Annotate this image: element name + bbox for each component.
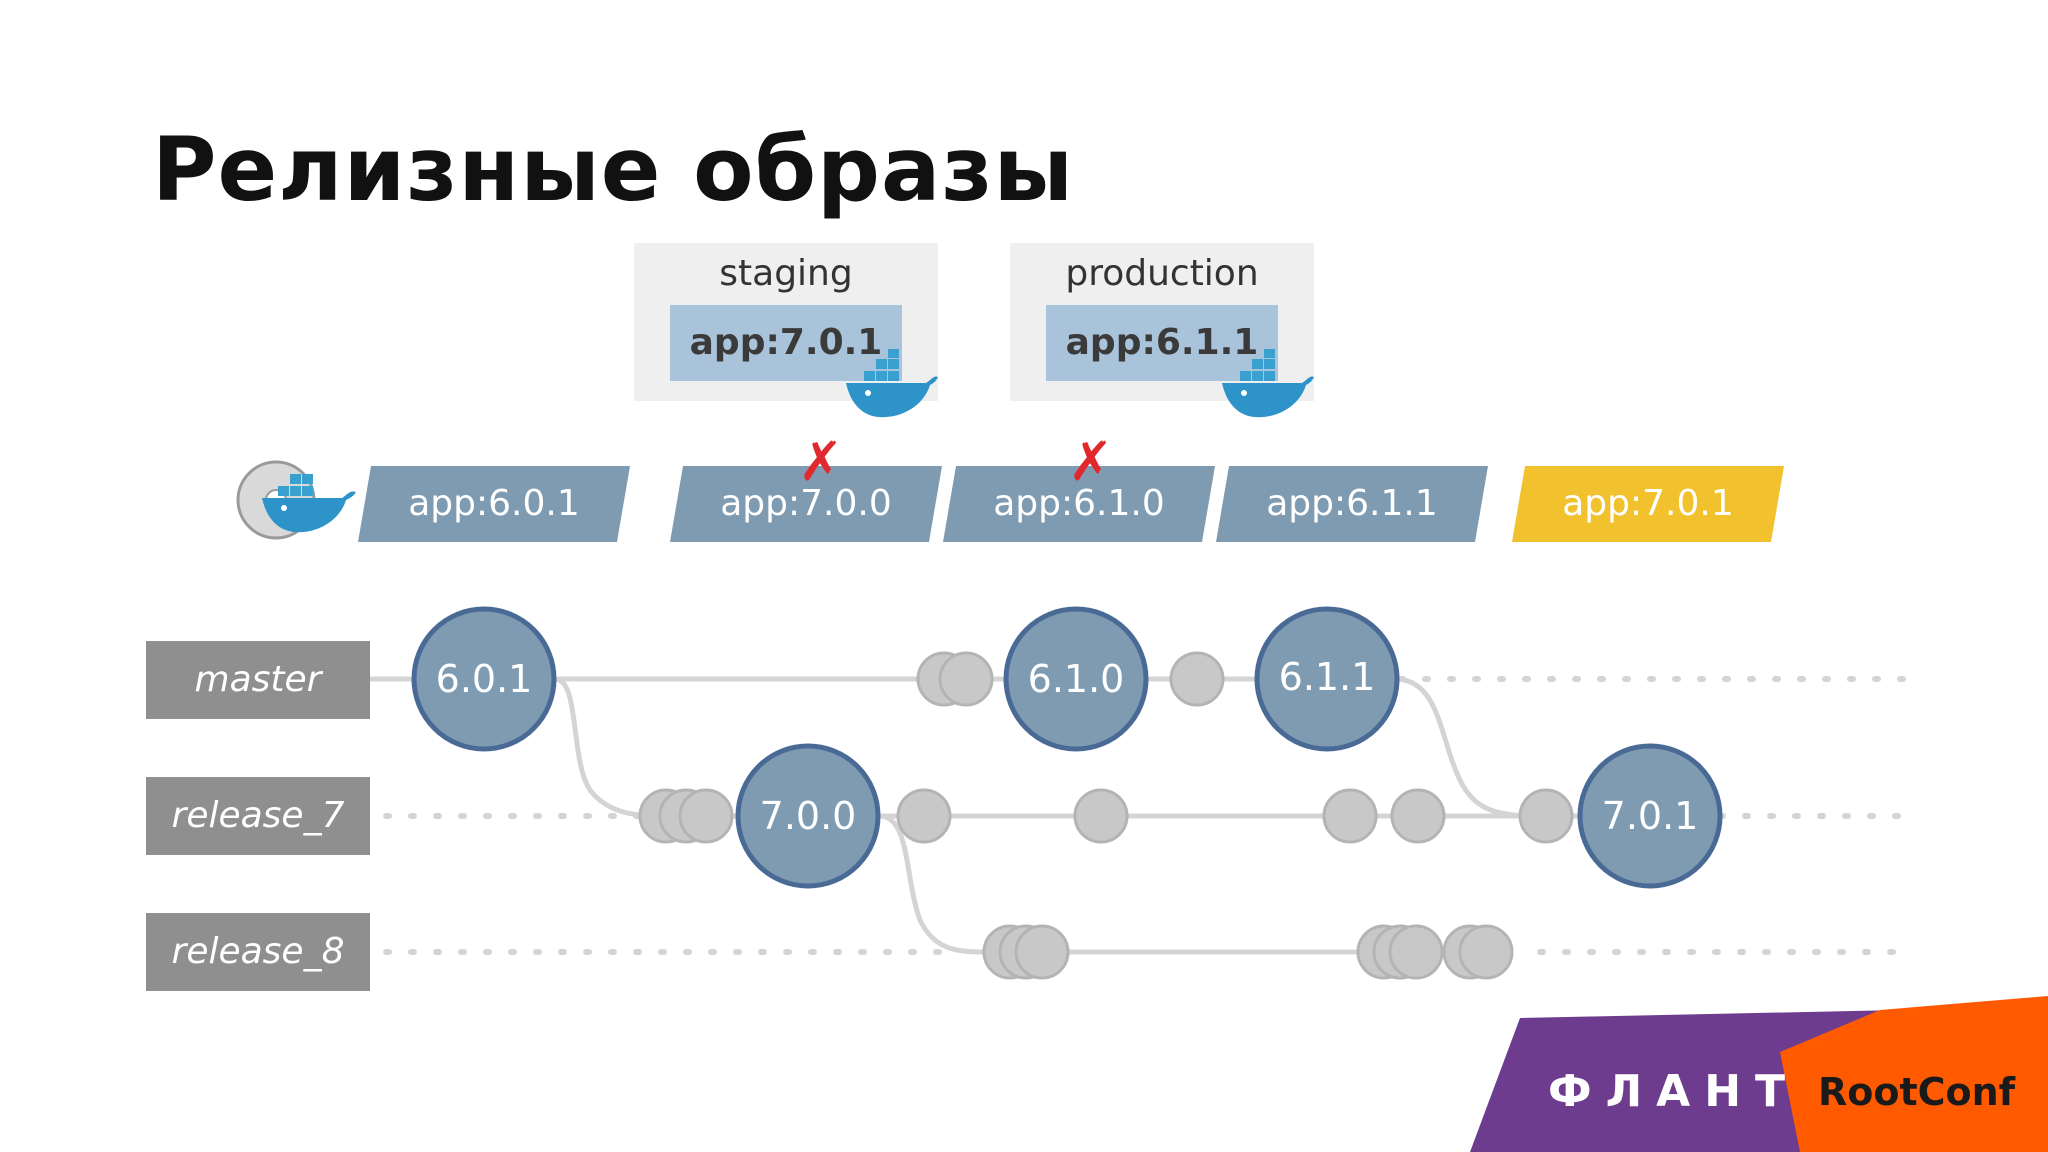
docker-whale-icon bbox=[846, 349, 938, 418]
image-tag: app:6.0.1 bbox=[358, 466, 630, 542]
commit-dot bbox=[1518, 788, 1574, 844]
deployed-image: app:7.0.1 bbox=[670, 305, 902, 381]
docker-registry-icon bbox=[236, 460, 356, 540]
commit-dot bbox=[1014, 924, 1070, 980]
docker-whale-icon bbox=[1222, 349, 1314, 418]
commit-dot bbox=[1322, 788, 1378, 844]
commit-dot bbox=[938, 651, 994, 707]
production-environment: production app:6.1.1 bbox=[1010, 243, 1314, 418]
commit-dot bbox=[1169, 651, 1225, 707]
release-node bbox=[735, 743, 881, 889]
rootconf-logo-text: RootConf bbox=[1818, 1070, 2016, 1114]
image-tag: app:6.1.1 bbox=[1216, 466, 1488, 542]
release-node bbox=[1254, 606, 1400, 752]
branch-label-master: master bbox=[146, 641, 370, 719]
branch-label-release-8: release_8 bbox=[146, 913, 370, 991]
release-node bbox=[1003, 606, 1149, 752]
environment-label: staging bbox=[719, 253, 853, 294]
commit-dot bbox=[1073, 788, 1129, 844]
release-label: 7.0.0 bbox=[760, 794, 857, 838]
commit-dot bbox=[1390, 788, 1446, 844]
staging-environment: staging app:7.0.1 bbox=[634, 243, 938, 418]
flant-logo-text: ФЛАНТ bbox=[1548, 1066, 1800, 1117]
slide-title: Релизные образы bbox=[152, 118, 1075, 221]
removed-mark: ✗ bbox=[798, 430, 844, 493]
image-tag: app:7.0.0 bbox=[670, 466, 942, 542]
branch-label-release-7: release_7 bbox=[146, 777, 370, 855]
flant-logo bbox=[1470, 1010, 1900, 1152]
removed-mark: ✗ bbox=[1068, 430, 1114, 493]
release-label: 6.1.0 bbox=[1028, 657, 1125, 701]
release-label: 7.0.1 bbox=[1602, 794, 1699, 838]
release-node bbox=[1577, 743, 1723, 889]
release-label: 6.0.1 bbox=[436, 657, 533, 701]
deployed-image: app:6.1.1 bbox=[1046, 305, 1278, 381]
rootconf-logo bbox=[1780, 996, 2048, 1152]
commit-dot bbox=[1458, 924, 1514, 980]
image-tag-current: app:7.0.1 bbox=[1512, 466, 1784, 542]
environment-label: production bbox=[1065, 253, 1259, 294]
commit-dot bbox=[896, 788, 952, 844]
commit-dot bbox=[678, 788, 734, 844]
release-node bbox=[411, 606, 557, 752]
release-label: 6.1.1 bbox=[1279, 655, 1376, 699]
commit-dot bbox=[1388, 924, 1444, 980]
image-tag: app:6.1.0 bbox=[943, 466, 1215, 542]
